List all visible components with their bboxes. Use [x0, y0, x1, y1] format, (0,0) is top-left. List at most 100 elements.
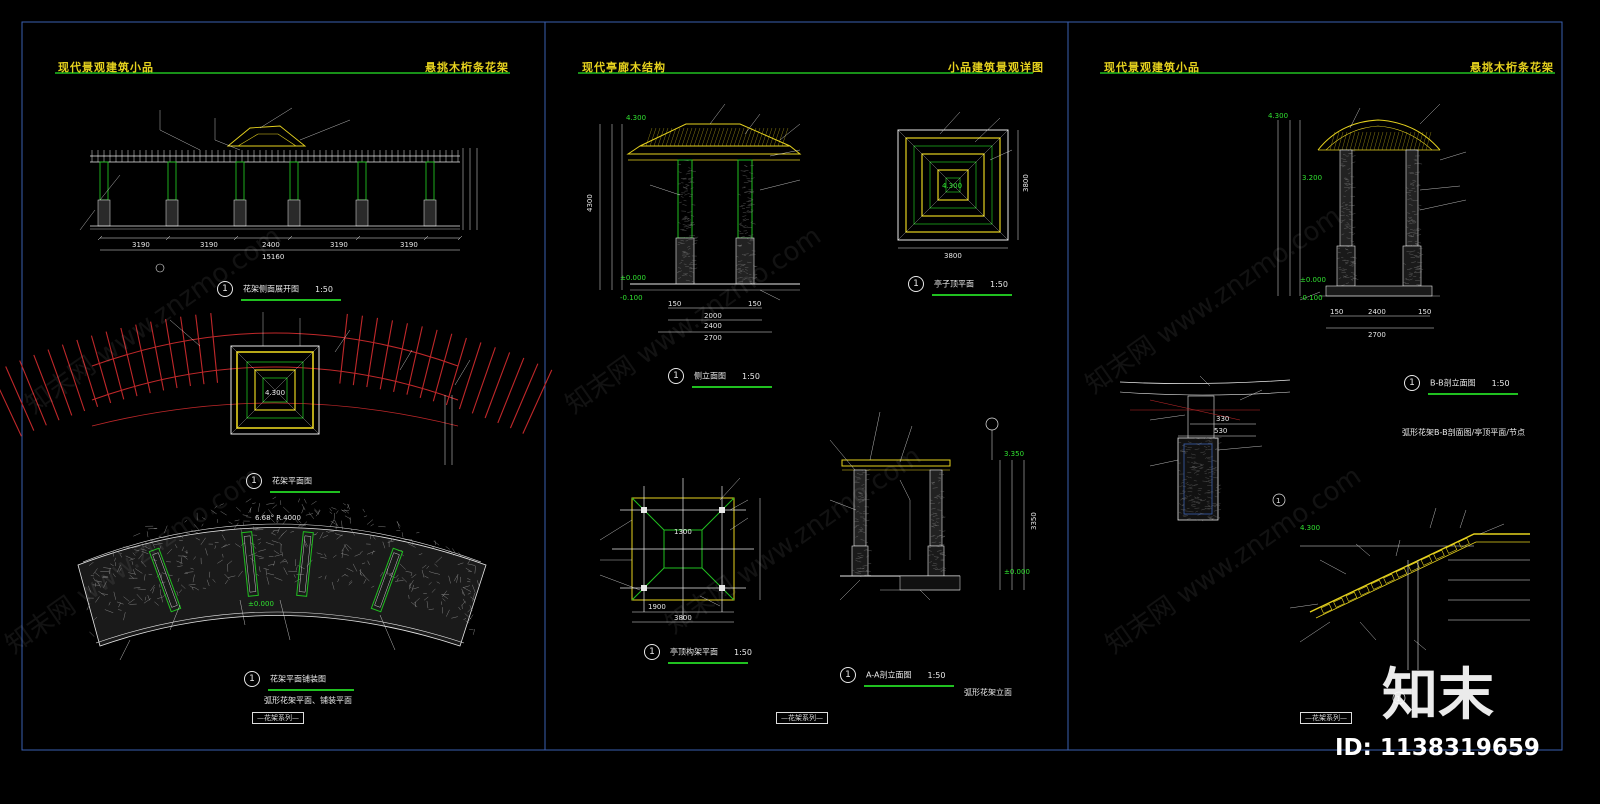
sheet3-title-left: 现代景观建筑小品: [1104, 61, 1200, 74]
s2-roofplan-level: 4.300: [942, 182, 962, 190]
s2-description: 弧形花架立面: [964, 688, 1012, 697]
s2-frame-center: 1300: [674, 528, 692, 536]
roof-ring: [913, 145, 993, 225]
s3-detail-dim-1: 330: [1216, 415, 1229, 423]
image-id-label: ID: 1138319659: [1335, 735, 1540, 761]
s2-sec-height: 3350: [1030, 512, 1038, 530]
sheet2-roof-plan: [897, 111, 1019, 249]
s1-elev-dim-4: 3190: [330, 241, 348, 249]
s2-roofplan-width: 3800: [944, 252, 962, 260]
s3-roofdetail-level: 4.300: [1300, 524, 1320, 532]
s2-level-zero: ±0.000: [620, 274, 646, 282]
s3-dim-1: 150: [1330, 308, 1343, 316]
s2-total2: 2700: [704, 334, 722, 342]
s3-total: 2700: [1368, 331, 1386, 339]
s1-plan-level: 4.300: [265, 389, 285, 397]
sheet1-title-left: 现代景观建筑小品: [58, 61, 154, 74]
arc-rafter: [522, 369, 553, 434]
roof-tile-block: [1433, 549, 1445, 560]
arc-rafter: [135, 324, 151, 394]
frame-post: [719, 507, 725, 513]
sheet1-paving: [77, 496, 487, 661]
roof-tile-block: [1383, 573, 1395, 584]
sheet3-section-bb: [1277, 103, 1467, 329]
s3-footer: —花架系列—: [1300, 712, 1352, 724]
s3-dim-3: 150: [1418, 308, 1431, 316]
sheet1-elevation: [79, 107, 478, 251]
roof-tile-block: [1370, 579, 1383, 590]
arc-rafter: [419, 329, 438, 398]
arc-rafter: [76, 339, 99, 407]
sheet3-title-right: 悬挑木桁条花架: [1470, 61, 1554, 74]
arc-rafter: [33, 354, 60, 421]
s1-elev-dim-3: 2400: [262, 241, 280, 249]
svg-text:1: 1: [1396, 695, 1400, 703]
paving-column-strip: [148, 547, 182, 613]
arc-rafter: [19, 360, 47, 426]
arc-rafter: [445, 337, 467, 406]
arc-rafter: [105, 331, 125, 400]
roof-tile-block: [1333, 597, 1345, 608]
s2-sec-level-top: 3.350: [1004, 450, 1024, 458]
frame-post: [641, 507, 647, 513]
arc-rafter: [497, 357, 525, 424]
s2-dim-3: 150: [748, 300, 761, 308]
sheet2-side-elevation: [599, 103, 802, 333]
s3-description: 弧形花架B-B剖面图/亭顶平面/节点: [1402, 428, 1525, 437]
sheet2-frame-plan: [599, 477, 761, 623]
s2-height: 4300: [586, 194, 594, 212]
roof-tile-block: [1445, 543, 1458, 554]
roof-ring: [929, 161, 977, 209]
roof-tile-block: [1420, 555, 1433, 566]
s3-level-top: 4.300: [1268, 112, 1288, 120]
roof-tile-block: [1320, 603, 1333, 614]
znzmo-logo: 知末: [1382, 663, 1494, 726]
roof-tile-block: [1358, 585, 1370, 596]
s1-elev-dim-5: 3190: [400, 241, 418, 249]
s2-level-neg: -0.100: [620, 294, 643, 302]
sheet2-section: [829, 411, 1025, 601]
arc-rafter: [458, 342, 482, 410]
s2-footer: —花架系列—: [776, 712, 828, 724]
s2-roofplan-height: 3800: [1022, 174, 1030, 192]
s2-dim-1: 150: [668, 300, 681, 308]
arc-rafter: [47, 349, 73, 416]
sheet3-roof-detail: [1289, 507, 1530, 670]
roof-ring: [905, 137, 1001, 233]
arc-rafter: [339, 313, 348, 384]
paving-column-strip: [241, 531, 259, 597]
sheet2-title-right: 小品建筑景观详图: [948, 61, 1044, 74]
arc-rafter: [393, 323, 408, 392]
svg-text:1: 1: [1276, 497, 1280, 505]
s3-level-zero: ±0.000: [1300, 276, 1326, 284]
s1-elev-dim-1: 3190: [132, 241, 150, 249]
arc-rafter: [210, 313, 219, 383]
s2-dim-2: 2000: [704, 312, 722, 320]
roof-ring: [937, 169, 969, 201]
arc-rafter: [90, 335, 112, 404]
s2-frame-dim-1: 1900: [648, 603, 666, 611]
svg-text:知末: 知末: [1382, 663, 1494, 726]
arc-rafter: [406, 326, 423, 395]
s1-elev-total: 15160: [262, 253, 284, 261]
s3-level-neg: -0.100: [1300, 294, 1323, 302]
roof-ring: [945, 177, 961, 193]
s2-frame-dim-2: 3800: [674, 614, 692, 622]
arc-rafter: [471, 347, 496, 414]
s3-detail-dim-2: 530: [1214, 427, 1227, 435]
s1-footer: —花架系列—: [252, 712, 304, 724]
s2-total: 2400: [704, 322, 722, 330]
sheet1-title-right: 悬挑木桁条花架: [425, 61, 509, 74]
arc-rafter: [484, 352, 511, 419]
s3-dim-2: 2400: [1368, 308, 1386, 316]
s1-elev-dim-2: 3190: [200, 241, 218, 249]
sheet3-detail: [1119, 375, 1291, 522]
